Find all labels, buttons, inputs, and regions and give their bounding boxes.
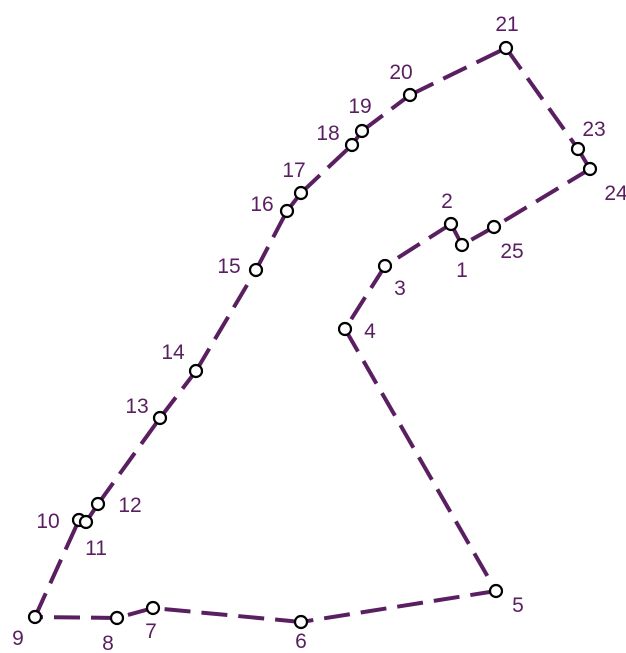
edge-14-15	[194, 268, 258, 373]
vertex-marker-12	[90, 496, 106, 512]
vertex-label-18: 18	[316, 122, 339, 145]
vertex-label-25: 25	[500, 240, 523, 263]
vertex-label-13: 13	[125, 395, 148, 418]
vertex-label-8: 8	[102, 632, 114, 653]
vertex-marker-23	[570, 141, 586, 157]
edge-24-25	[492, 167, 592, 229]
vertex-marker-4	[337, 321, 353, 337]
vertex-label-2: 2	[441, 190, 453, 213]
vertex-marker-9	[27, 609, 43, 625]
vertex-marker-1	[454, 237, 470, 253]
vertex-marker-20	[402, 87, 418, 103]
vertex-label-14: 14	[161, 341, 185, 364]
vertex-marker-7	[145, 600, 161, 616]
vertex-label-24: 24	[604, 182, 626, 205]
edge-6-7	[152, 606, 302, 624]
vertex-label-7: 7	[145, 620, 157, 643]
vertex-label-5: 5	[512, 594, 524, 617]
vertex-label-9: 9	[12, 627, 24, 650]
vertex-marker-5	[488, 583, 504, 599]
edge-17-18	[299, 143, 354, 195]
edge-13-14	[158, 369, 198, 420]
vertex-marker-14	[188, 363, 204, 379]
vertex-marker-25	[486, 219, 502, 235]
vertex-marker-15	[248, 262, 264, 278]
vertex-marker-17	[293, 185, 309, 201]
vertex-label-4: 4	[364, 320, 376, 343]
vertex-marker-8	[109, 610, 125, 626]
edge-3-4	[343, 264, 387, 331]
vertex-label-10: 10	[36, 510, 59, 533]
vertex-label-11: 11	[85, 537, 107, 560]
vertex-label-1: 1	[456, 259, 468, 282]
edge-4-5	[343, 328, 498, 592]
vertex-marker-3	[377, 258, 393, 274]
vertex-label-16: 16	[250, 193, 273, 216]
edge-9-10	[33, 519, 81, 618]
edge-20-21	[409, 46, 507, 97]
edge-5-6	[300, 589, 497, 624]
vertex-marker-16	[279, 203, 295, 219]
vertex-marker-13	[152, 410, 168, 426]
edge-21-23	[504, 46, 580, 151]
vertex-label-21: 21	[495, 13, 518, 36]
vertex-label-3: 3	[394, 277, 406, 300]
edge-15-16	[254, 210, 289, 271]
edge-19-20	[360, 93, 412, 133]
vertex-marker-18	[344, 137, 360, 153]
vertex-marker-24	[582, 161, 598, 177]
vertex-label-20: 20	[389, 61, 412, 84]
vertex-marker-11	[78, 514, 94, 530]
edge-2-3	[383, 222, 453, 268]
vertex-label-6: 6	[295, 630, 307, 653]
vertex-marker-2	[443, 216, 459, 232]
vertex-markers	[27, 40, 598, 630]
vertex-label-23: 23	[582, 118, 605, 141]
vertex-label-19: 19	[348, 95, 371, 118]
vertex-marker-21	[498, 40, 514, 56]
vertex-label-15: 15	[217, 255, 240, 278]
edge-12-13	[96, 416, 162, 506]
vertex-label-12: 12	[118, 494, 141, 517]
edge-8-9	[34, 615, 118, 620]
polygon-edges	[33, 46, 592, 624]
vertex-label-17: 17	[282, 159, 305, 182]
vertex-marker-6	[293, 614, 309, 630]
vertex-marker-19	[354, 123, 370, 139]
